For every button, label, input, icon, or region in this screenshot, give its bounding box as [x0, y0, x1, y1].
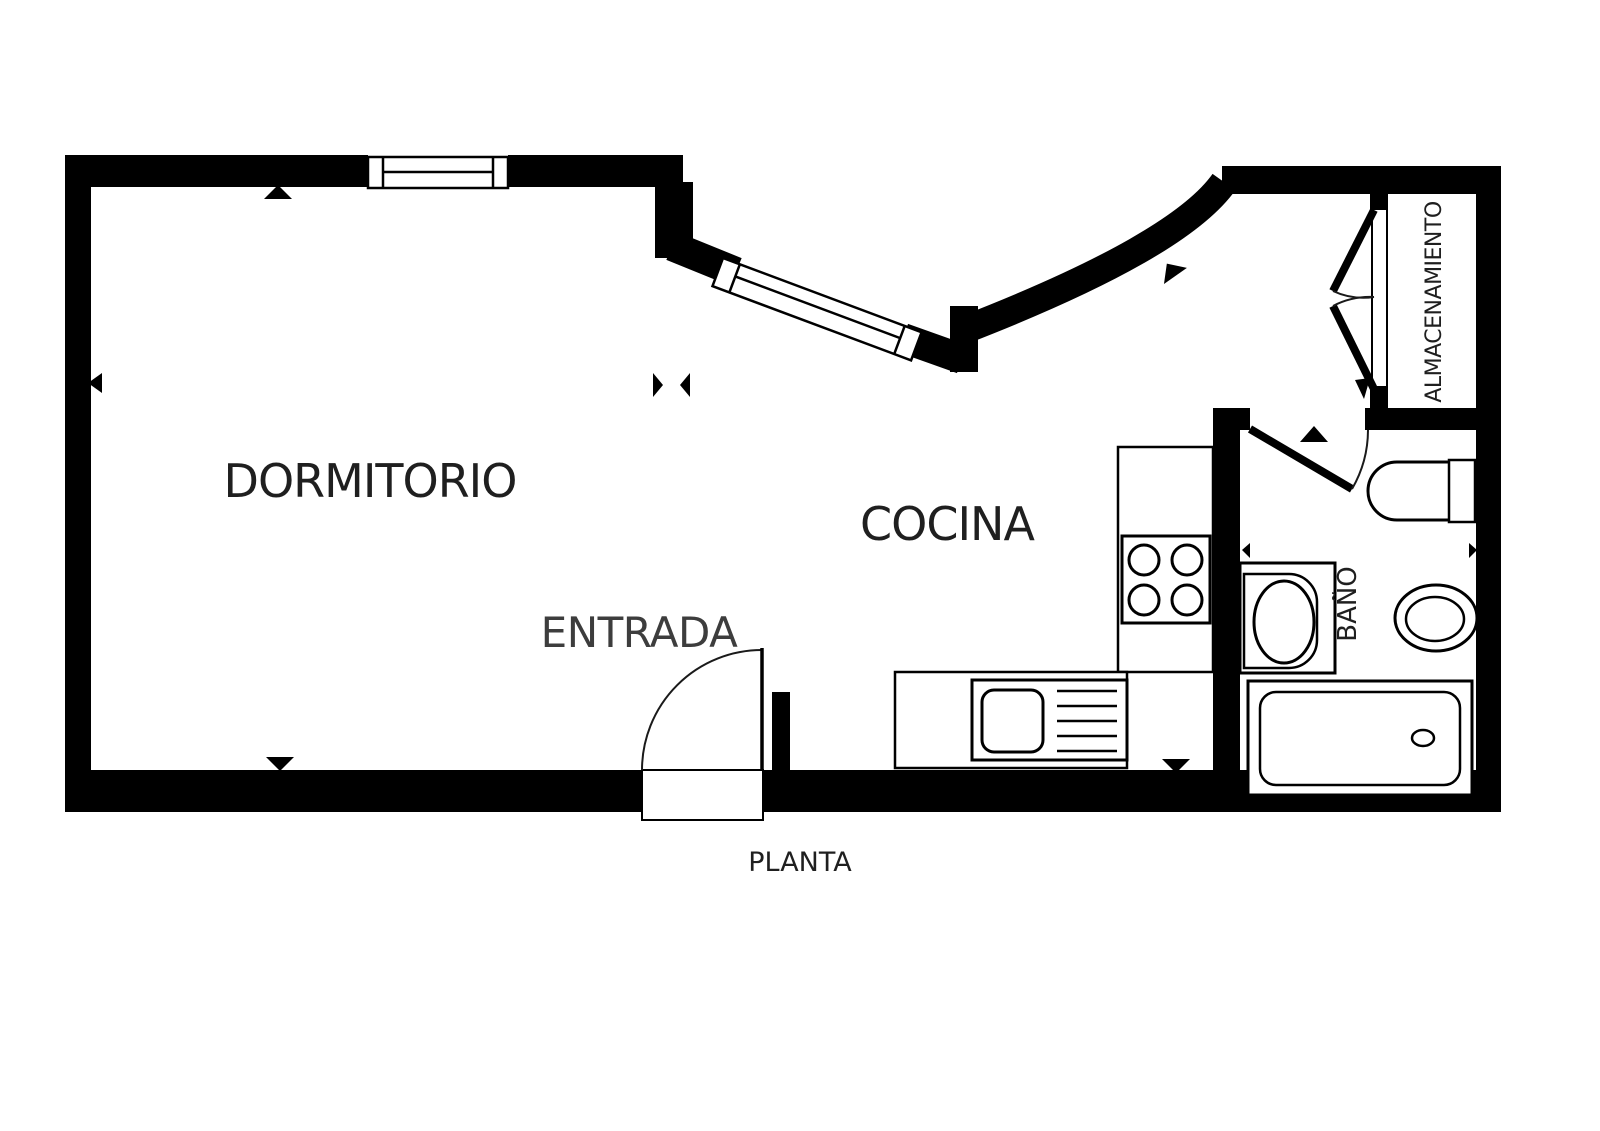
entrance-door: [641, 648, 764, 821]
room-label-cocina: COCINA: [860, 497, 1035, 551]
stove-burner: [1127, 583, 1161, 617]
wall-top-mid: [508, 155, 683, 187]
wall-bathroom-left: [1213, 408, 1240, 770]
marker-bathroom-right: [1469, 543, 1477, 558]
closet-jamb-top: [1370, 193, 1388, 210]
stove-burner: [1127, 543, 1161, 577]
wall-curved: [958, 173, 1236, 344]
bathtub-inner: [1258, 690, 1462, 787]
folding-door-leaf-bottom: [1329, 304, 1378, 391]
marker-opening-left: [680, 373, 690, 397]
wall-right: [1476, 166, 1501, 812]
bidet-inner: [1404, 595, 1466, 643]
storage-folding-doors: [1329, 193, 1388, 408]
marker-kitchen-wall: [1162, 759, 1190, 773]
marker-opening-right: [653, 373, 663, 397]
wall-left: [65, 155, 91, 812]
toilet: [1366, 460, 1457, 522]
wall-top-left: [65, 155, 368, 187]
marker-top-wall: [264, 185, 292, 199]
bathtub-drain: [1410, 728, 1436, 748]
wall-top-right: [1222, 166, 1500, 194]
kitchen-sink-basin: [980, 688, 1045, 754]
wall-bathroom-top-left-piece: [1213, 408, 1250, 430]
bathroom-fixtures: [1238, 458, 1479, 797]
bathroom-door: [1247, 425, 1369, 493]
stove-burner: [1170, 543, 1204, 577]
room-label-almacenamiento: ALMACENAMIENTO: [1422, 201, 1447, 402]
kitchen-sink-drainer: [1057, 689, 1117, 753]
toilet-cistern: [1447, 458, 1477, 524]
marker-bathroom-left: [1242, 543, 1250, 558]
room-label-entrada: ENTRADA: [541, 608, 738, 657]
wall-entrance-stub: [772, 692, 790, 770]
kitchen-fixtures: [893, 445, 1215, 770]
marker-left-wall: [88, 373, 102, 393]
wall-bottom-left: [65, 770, 642, 812]
marker-curved-wall: [1163, 263, 1187, 284]
marker-bathroom-door: [1300, 426, 1328, 442]
bathroom-door-arc: [1351, 429, 1369, 490]
wall-storage-bottom: [1365, 408, 1501, 430]
entrance-door-arc: [641, 649, 763, 771]
folding-door-leaf-top: [1329, 208, 1378, 293]
wall-markers: [88, 185, 1477, 773]
diagonal-window: [710, 256, 924, 362]
stove-burner: [1170, 583, 1204, 617]
bathroom-door-leaf: [1247, 425, 1355, 493]
entrance-threshold: [641, 769, 764, 821]
folding-door-arrow: [1355, 378, 1370, 399]
room-label-bano: BAÑO: [1331, 566, 1363, 642]
marker-bottom-wall: [266, 757, 294, 771]
walls: [65, 155, 1501, 812]
room-label-dormitorio: DORMITORIO: [224, 454, 517, 508]
folding-door-arc-bottom: [1332, 295, 1375, 307]
washbasin-bowl: [1252, 579, 1316, 665]
top-window: [366, 155, 510, 190]
plan-title: PLANTA: [748, 847, 852, 878]
closet-jamb-bottom: [1370, 386, 1388, 408]
